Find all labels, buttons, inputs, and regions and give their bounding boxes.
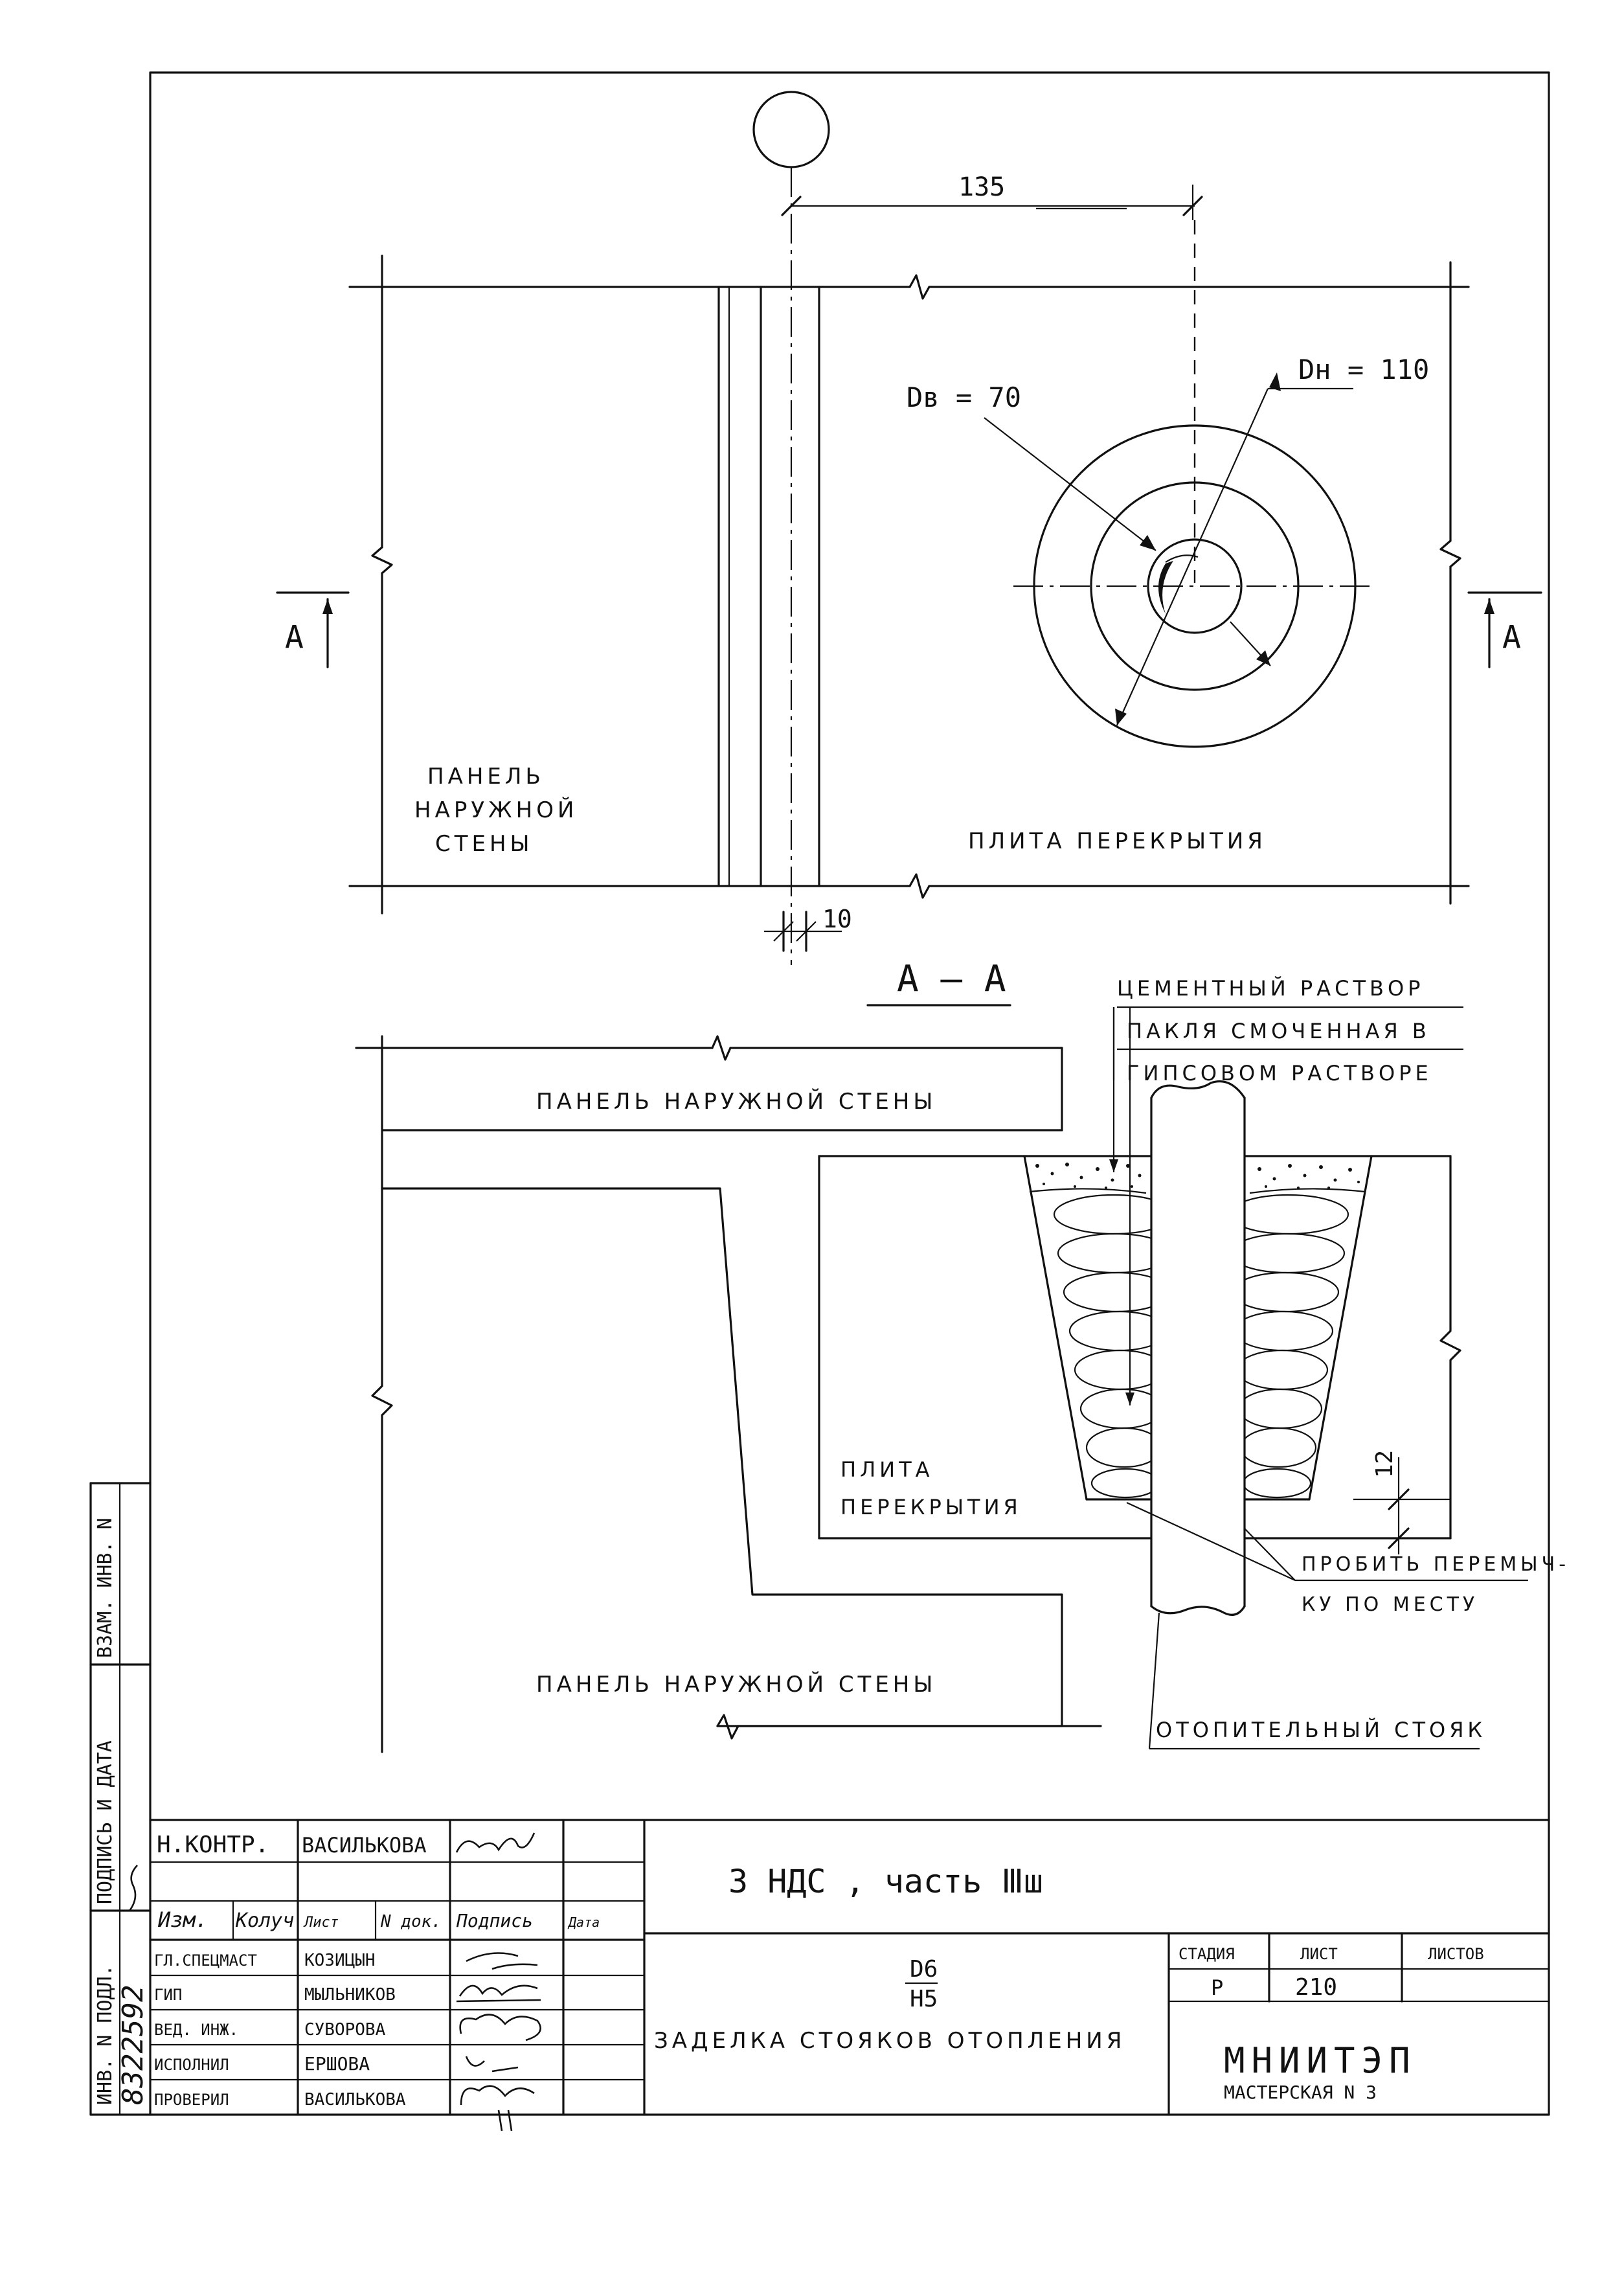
- inv-number: 8322592: [117, 1985, 150, 2105]
- list-header: ЛИСТ: [1300, 1945, 1338, 1963]
- dh-label: Dн = 110: [1298, 354, 1429, 385]
- plan-slab-label: ПЛИТА ПЕРЕКРЫТИЯ: [968, 828, 1267, 854]
- row-role-vedinzh: ВЕД. ИНЖ.: [154, 2021, 238, 2039]
- sheet-frame: [149, 71, 1550, 2116]
- cement-mortar-fill: [1029, 1163, 1366, 1194]
- dim-10: 10: [822, 905, 852, 933]
- callout-punch-1: ПРОБИТЬ ПЕРЕМЫЧ-: [1302, 1553, 1570, 1576]
- project-title: 3 НДС , часть Ⅲш: [728, 1863, 1043, 1900]
- plan-wall-label-2: НАРУЖНОЙ: [414, 797, 578, 823]
- row-role-proveril: ПРОВЕРИЛ: [154, 2091, 229, 2109]
- list-value: 210: [1295, 1974, 1337, 2001]
- pipe-hatch: [1158, 561, 1173, 614]
- section-mark-right: A: [1467, 591, 1542, 668]
- podpis-data-label: ПОДПИСЬ И ДАТА: [94, 1740, 117, 1904]
- plan-wall-label-1: ПАНЕЛЬ: [427, 764, 545, 790]
- callout-cement: ЦЕМЕНТНЫЙ РАСТВОР: [1117, 976, 1424, 1001]
- row-name-nkontr: ВАСИЛЬКОВА: [302, 1833, 427, 1858]
- row-name-gip: МЫЛЬНИКОВ: [304, 1985, 396, 2005]
- title-block: Н.КОНТР. ВАСИЛЬКОВА Изм. Колуч Лист N до…: [149, 1819, 1550, 2132]
- tow-coils-right: [1228, 1194, 1349, 1499]
- vzam-inv-label: ВЗАМ. ИНВ. N: [94, 1518, 117, 1658]
- row-role-gip: ГИП: [154, 1986, 182, 2004]
- section-view: А – А ПАНЕЛЬ НАРУЖНОЙ СТЕНЫ ПАНЕЛЬ НАРУЖ…: [355, 958, 1570, 1753]
- pipe-circle: [1147, 538, 1243, 634]
- db-label: Dв = 70: [907, 381, 1021, 413]
- section-mark-left-letter: A: [285, 619, 304, 655]
- workshop: МАСТЕРСКАЯ N 3: [1224, 2082, 1377, 2103]
- stage-header: СТАДИЯ: [1179, 1945, 1235, 1963]
- section-slab-label-2: ПЕРЕКРЫТИЯ: [840, 1495, 1022, 1519]
- row-name-ispolnil: ЕРШОВА: [304, 2053, 370, 2075]
- listov-header: ЛИСТОВ: [1428, 1945, 1484, 1963]
- section-slab-label: ПЛИТА ПЕРЕКРЫТИЯ: [840, 1457, 1022, 1519]
- row-role-ispolnil: ИСПОЛНИЛ: [154, 2056, 229, 2074]
- callout-punch-2: КУ ПО МЕСТУ: [1302, 1593, 1478, 1616]
- section-wall-bottom-label: ПАНЕЛЬ НАРУЖНОЙ СТЕНЫ: [536, 1671, 936, 1698]
- hdr-list: Лист: [303, 1915, 339, 1931]
- plan-wall-label-3: СТЕНЫ: [435, 831, 534, 857]
- dim-135: 135: [958, 172, 1005, 202]
- row-role-nkontr: Н.КОНТР.: [157, 1832, 269, 1858]
- row-name-proveril: ВАСИЛЬКОВА: [304, 2090, 406, 2109]
- stage-value: Р: [1211, 1975, 1223, 2000]
- section-mark-left: A: [276, 591, 350, 668]
- inv-podl-label: ИНВ. N ПОДЛ.: [94, 1964, 117, 2105]
- hdr-podpis: Подпись: [456, 1910, 533, 1931]
- code-top: D6: [910, 1956, 938, 1983]
- row-role-glspec: ГЛ.СПЕЦМАСТ: [154, 1951, 257, 1970]
- section-slab-label-1: ПЛИТА: [840, 1457, 934, 1482]
- hdr-ndok: N док.: [380, 1912, 442, 1931]
- hdr-izm: Изм.: [157, 1907, 208, 1932]
- axis-marker-circle: [752, 91, 830, 168]
- callout-tow-1: ПАКЛЯ СМОЧЕННАЯ В: [1127, 1019, 1430, 1043]
- section-mark-right-letter: A: [1502, 619, 1521, 655]
- callout-tow-2: ГИПСОВОМ РАСТВОРЕ: [1127, 1061, 1432, 1086]
- org-name: МНИИТЭП: [1224, 2040, 1417, 2081]
- callout-riser: ОТОПИТЕЛЬНЫЙ СТОЯК: [1156, 1718, 1486, 1742]
- hdr-kol: Колуч: [235, 1909, 294, 1932]
- plan-wall-label: ПАНЕЛЬ НАРУЖНОЙ СТЕНЫ: [414, 764, 589, 857]
- hdr-data: Дата: [567, 1915, 600, 1930]
- section-wall-top-label: ПАНЕЛЬ НАРУЖНОЙ СТЕНЫ: [536, 1088, 936, 1115]
- dim-12: 12: [1371, 1450, 1398, 1478]
- code-bottom: H5: [910, 1986, 938, 2012]
- row-name-glspec: КОЗИЦЫН: [304, 1951, 376, 1970]
- margin-stamp: ВЗАМ. ИНВ. N ПОДПИСЬ И ДАТА ИНВ. N ПОДЛ.…: [89, 1482, 152, 2116]
- sheet-title: ЗАДЕЛКА СТОЯКОВ ОТОПЛЕНИЯ: [654, 2028, 1125, 2054]
- row-name-vedinzh: СУВОРОВА: [304, 2020, 386, 2040]
- plan-view: 135 Dв = 70 Dн = 110 A: [276, 91, 1542, 965]
- section-title: А – А: [897, 958, 1006, 1000]
